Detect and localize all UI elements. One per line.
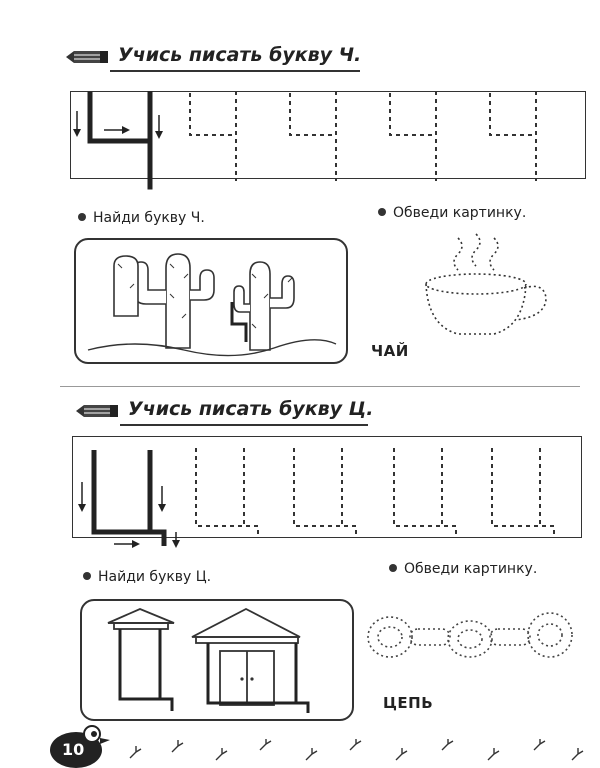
- house-icon: [107, 607, 310, 713]
- trace-text: Обведи картинку.: [404, 561, 538, 577]
- section2-letter-guides: [78, 448, 555, 548]
- section2-writing-strip: [72, 436, 582, 538]
- bullet-icon: [389, 564, 397, 572]
- section2-trace-instruction: Обведи картинку.: [389, 561, 537, 577]
- pencil-icon: [66, 51, 108, 63]
- pencil-icon: [76, 405, 118, 417]
- section1-word: ЧАЙ: [371, 342, 409, 360]
- page-number: 10: [62, 740, 85, 759]
- chain-icon: [367, 612, 573, 658]
- section1-title-underline: [110, 70, 360, 72]
- find-text: Найди букву Ч.: [93, 210, 205, 226]
- section-divider: [60, 386, 580, 387]
- trace-text: Обведи картинку.: [393, 205, 527, 221]
- section2-title-underline: [120, 424, 368, 426]
- section1-letter-guides: [73, 91, 537, 190]
- section1-find-instruction: Найди букву Ч.: [78, 210, 205, 226]
- bird-footprints-icon: [129, 739, 584, 761]
- section1-trace-instruction: Обведи картинку.: [378, 205, 526, 221]
- cactus-icon: [87, 253, 337, 357]
- bullet-icon: [83, 572, 91, 580]
- section2-word: ЦЕПЬ: [383, 694, 434, 712]
- section2-title: Учись писать букву Ц.: [128, 398, 374, 420]
- bird-icon: [50, 725, 110, 768]
- cup-icon: [425, 233, 547, 335]
- bullet-icon: [378, 208, 386, 216]
- section1-title: Учись писать букву Ч.: [118, 44, 362, 66]
- bullet-icon: [78, 213, 86, 221]
- section2-houses-picture-box: [80, 599, 354, 721]
- section2-find-instruction: Найди букву Ц.: [83, 569, 211, 585]
- find-text: Найди букву Ц.: [98, 569, 212, 585]
